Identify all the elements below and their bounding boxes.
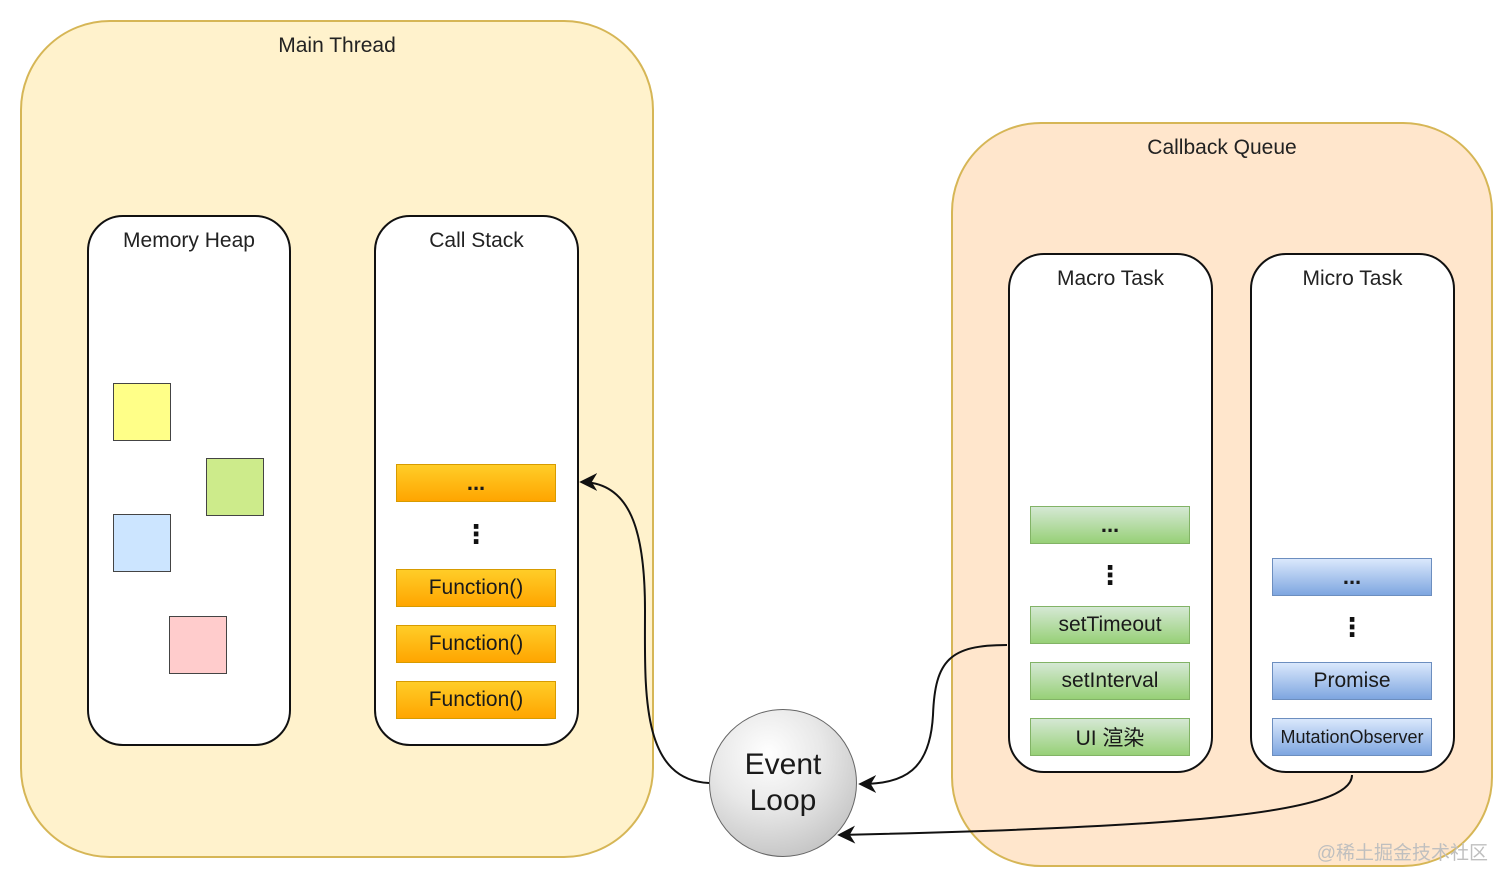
event-loop-label-line2: Loop: [749, 784, 817, 817]
main-thread-title: Main Thread: [278, 34, 396, 57]
heap-block-blue: [113, 514, 171, 572]
call-stack-frame: Function(): [396, 681, 556, 719]
heap-block-green: [206, 458, 264, 516]
memory-heap-title: Memory Heap: [123, 229, 255, 252]
macro-task-item: setInterval: [1030, 662, 1190, 700]
macro-task-to-event-loop-arrow: [858, 644, 1008, 793]
macro-task-title: Macro Task: [1057, 267, 1164, 290]
micro-task-item: Promise: [1272, 662, 1432, 700]
micro-task-item: MutationObserver: [1272, 718, 1432, 756]
watermark: @稀土掘金技术社区: [1316, 843, 1488, 864]
micro-task-top-item: ...: [1272, 558, 1432, 596]
heap-block-pink: [169, 616, 227, 674]
event-loop-node: Event Loop: [709, 709, 857, 857]
call-stack-ellipsis: ⋮: [463, 519, 489, 549]
event-loop-to-call-stack-arrow: [579, 473, 710, 784]
macro-task-item: setTimeout: [1030, 606, 1190, 644]
call-stack-frame: Function(): [396, 625, 556, 663]
call-stack-top-frame: ...: [396, 464, 556, 502]
micro-task-to-event-loop-arrow: [837, 774, 1353, 844]
heap-block-yellow: [113, 383, 171, 441]
call-stack-title: Call Stack: [429, 229, 524, 252]
call-stack-frame: Function(): [396, 569, 556, 607]
micro-task-title: Micro Task: [1302, 267, 1403, 290]
event-loop-label-line1: Event: [744, 748, 822, 781]
macro-task-item: UI 渲染: [1030, 718, 1190, 756]
memory-heap-panel: Memory Heap: [87, 215, 291, 746]
macro-task-ellipsis: ⋮: [1097, 560, 1123, 590]
macro-task-top-item: ...: [1030, 506, 1190, 544]
micro-task-ellipsis: ⋮: [1339, 612, 1365, 642]
callback-queue-title: Callback Queue: [1147, 136, 1297, 159]
